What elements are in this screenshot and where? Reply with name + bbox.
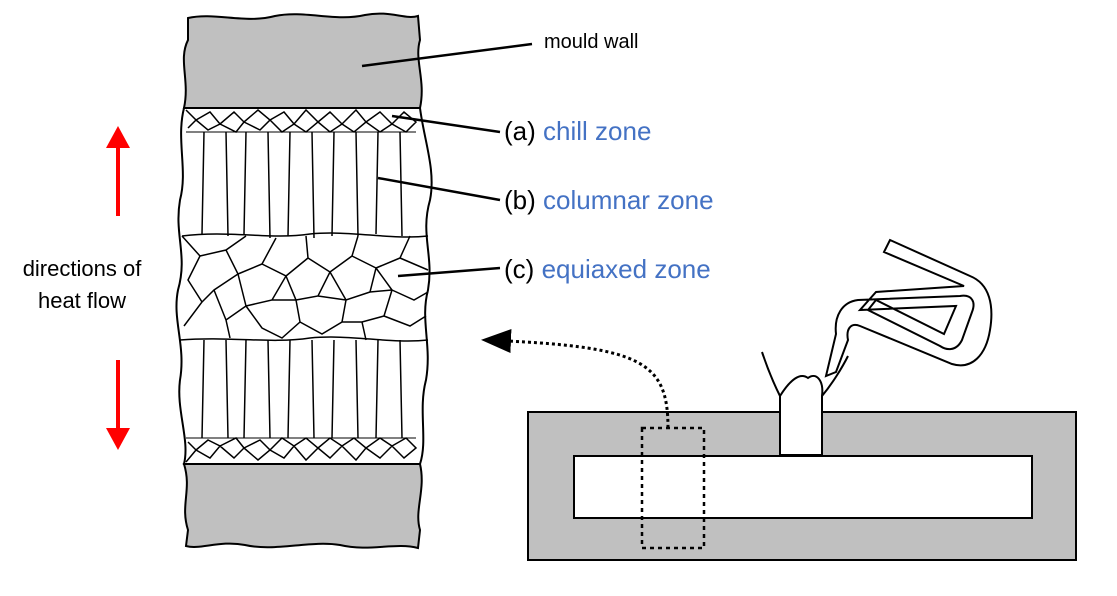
columnar-zone-bottom-grains bbox=[201, 339, 403, 439]
casting-section-outline bbox=[175, 107, 433, 465]
equiaxed-zone-prefix: (c) bbox=[504, 254, 534, 284]
region-of-interest-box bbox=[640, 426, 706, 550]
chill-zone-bottom-grains bbox=[185, 437, 418, 463]
zoom-dotted-arrow bbox=[481, 329, 670, 429]
mould-wall-leader-line bbox=[361, 42, 533, 68]
pouring-funnel bbox=[761, 351, 849, 412]
chill-zone-prefix: (a) bbox=[504, 116, 536, 146]
heat-flow-label-line1: directions of bbox=[23, 256, 143, 281]
heat-flow-up-arrow bbox=[106, 126, 130, 216]
ladle bbox=[824, 238, 993, 378]
columnar-zone-top-grains bbox=[181, 131, 429, 239]
mould-block bbox=[527, 411, 1077, 561]
columnar-zone-label: (b) columnar zone bbox=[504, 185, 714, 215]
heat-flow-down-arrow bbox=[106, 360, 130, 450]
chill-zone-name: chill zone bbox=[543, 116, 651, 146]
equiaxed-zone-grains bbox=[179, 235, 429, 342]
heat-flow-label-line2: heat flow bbox=[38, 288, 126, 313]
columnar-zone-prefix: (b) bbox=[504, 185, 536, 215]
equiaxed-zone-label: (c) equiaxed zone bbox=[504, 254, 711, 284]
chill-zone-label: (a) chill zone bbox=[504, 116, 651, 146]
mould-wall-label: mould wall bbox=[544, 31, 638, 53]
mould-wall-top bbox=[182, 12, 423, 109]
columnar-zone-leader-line bbox=[377, 176, 501, 202]
equiaxed-zone-leader-line bbox=[397, 266, 501, 278]
mould-wall-bottom bbox=[182, 463, 423, 550]
equiaxed-zone-name: equiaxed zone bbox=[542, 254, 711, 284]
columnar-zone-name: columnar zone bbox=[543, 185, 714, 215]
chill-zone-leader-line bbox=[391, 114, 501, 134]
